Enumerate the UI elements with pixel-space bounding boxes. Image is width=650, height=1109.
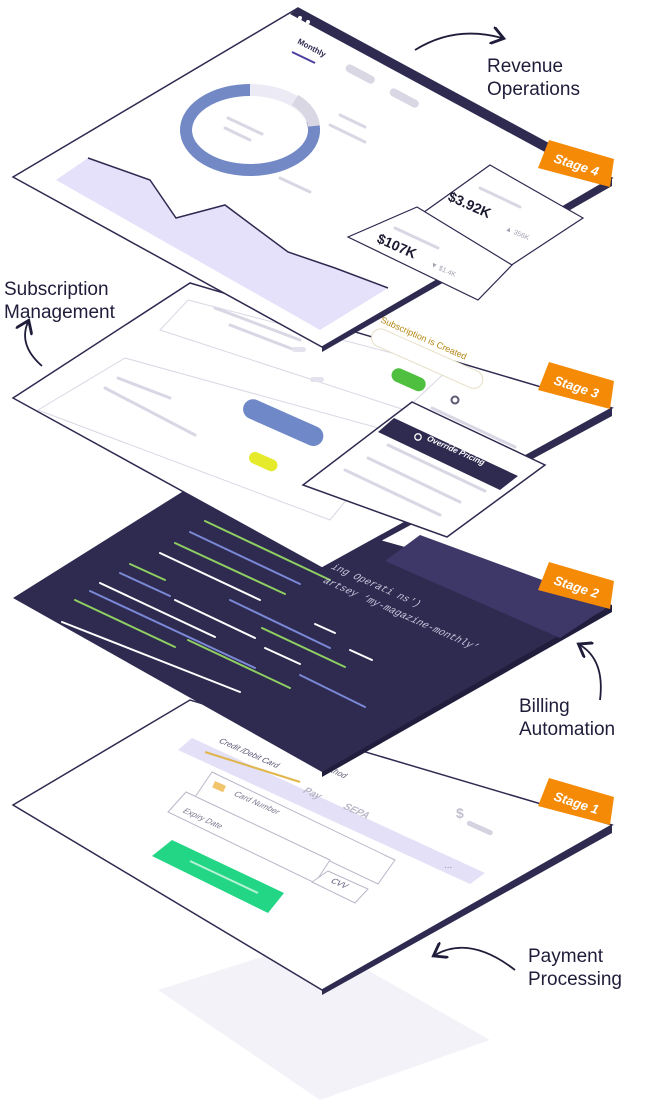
card-icon	[212, 781, 226, 793]
revenue-header	[290, 8, 612, 184]
status-badge	[371, 328, 484, 389]
dollar-icon: $	[456, 805, 464, 821]
caption-payment-processing: Payment Processing	[528, 946, 622, 990]
tab-monthly-underline	[291, 51, 316, 64]
tab-3[interactable]	[388, 87, 420, 109]
stage-2-tag	[538, 562, 614, 609]
override-pricing-popup: Override Pricing	[301, 401, 547, 538]
arrow-subscription	[25, 322, 43, 367]
override-pricing-button[interactable]	[378, 418, 518, 490]
kpi-card-2	[346, 206, 513, 301]
arrow-revenue	[414, 34, 502, 51]
bottom-shadow	[158, 940, 490, 1100]
caption-subscription-management: Subscription Management	[4, 279, 115, 323]
code-lines	[61, 520, 373, 708]
tab-card-underline	[204, 751, 301, 783]
plan-button[interactable]	[240, 396, 327, 449]
billing-side-column	[385, 535, 610, 638]
donut-chart	[180, 84, 320, 176]
caption-revenue-operations: Revenue Operations	[487, 56, 580, 100]
tab-2[interactable]	[344, 63, 376, 85]
yellow-tag[interactable]	[247, 450, 279, 473]
area-chart	[56, 158, 388, 330]
refresh-icon	[414, 433, 422, 441]
stage-4-revenue-panel: Monthly $3.92K ▲ 356K $107K ▼ $1.4K Stag…	[11, 7, 614, 352]
stage-3-tag	[538, 362, 614, 409]
cvv-field[interactable]	[311, 870, 369, 904]
caption-billing-automation: Billing Automation	[519, 696, 616, 740]
active-toggle[interactable]	[389, 366, 428, 393]
card-number-field[interactable]	[194, 771, 396, 885]
pay-button-label-line	[189, 860, 259, 894]
area-chart-line	[87, 157, 389, 289]
arrow-payment	[435, 948, 516, 971]
gear-icon[interactable]	[450, 395, 460, 405]
payment-method-bar	[178, 738, 485, 884]
pay-button[interactable]	[152, 840, 284, 913]
stage-4-tag	[538, 140, 614, 187]
amount-placeholder	[466, 820, 493, 836]
arrow-billing	[580, 645, 602, 701]
more-dots: ...	[444, 860, 452, 871]
stage-1-tag	[538, 778, 614, 825]
